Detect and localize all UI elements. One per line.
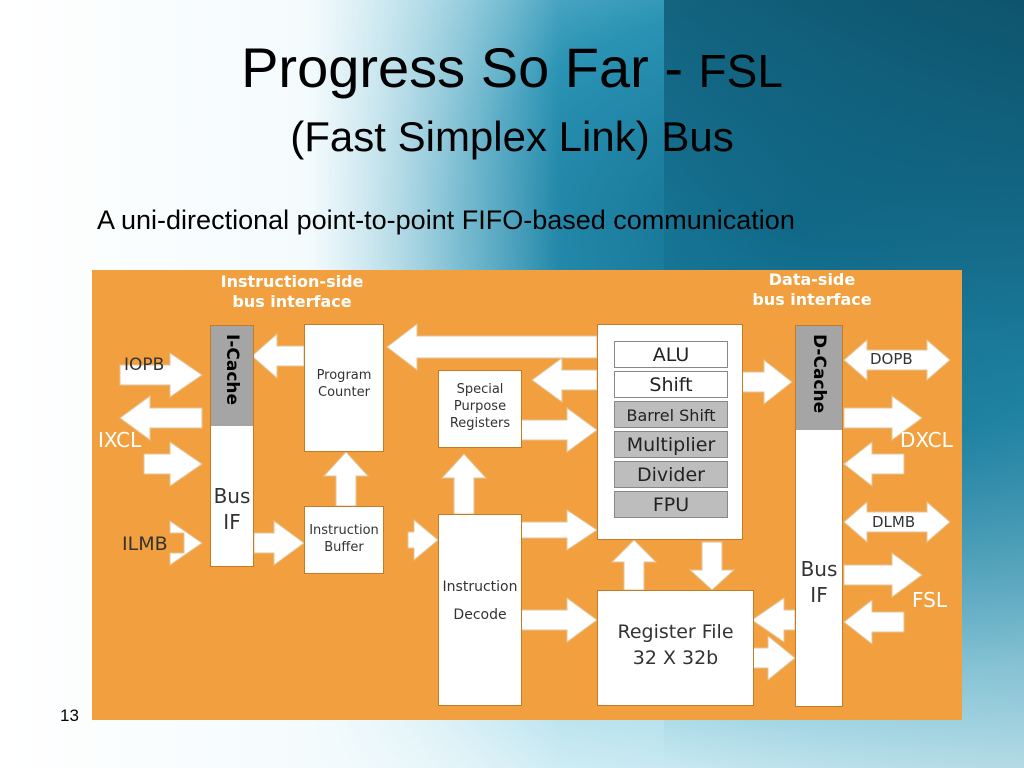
slide-title: Progress So Far - FSL — [241, 36, 783, 99]
ilmb-arrow — [169, 520, 203, 566]
ixcl-out-arrow — [119, 395, 203, 441]
ibuf-to-pc-arrow — [322, 451, 370, 507]
alu-to-dcache-arrow — [739, 358, 793, 406]
dlmb-arrow — [843, 500, 951, 544]
ilmb-label: ILMB — [122, 533, 168, 555]
regfile-to-alu-arrow — [610, 539, 658, 591]
icache-label: I-Cache — [222, 334, 242, 406]
slide-description: A uni-directional point-to-point FIFO-ba… — [97, 205, 795, 235]
dxcl-out-arrow — [843, 395, 923, 441]
dopb-label: DOPB — [870, 350, 913, 368]
pc-to-icache-arrow — [251, 332, 305, 380]
alu-to-pc-arrow — [386, 322, 598, 372]
page-number: 13 — [60, 706, 79, 725]
dxcl-in-arrow — [843, 440, 905, 488]
exec-unit-fpu: FPU — [614, 491, 728, 518]
decode-to-alu-arrow — [519, 509, 598, 551]
decode-to-spr-arrow — [440, 453, 488, 515]
dcache-block — [796, 326, 842, 430]
exec-unit-divider: Divider — [614, 461, 728, 488]
alu-to-spr-arrow — [531, 357, 598, 403]
ixcl-label: IXCL — [98, 428, 142, 452]
exec-unit-barrel-shift: Barrel Shift — [614, 401, 728, 428]
dlmb-label: DLMB — [872, 513, 916, 531]
alu-to-regfile-arrow — [688, 541, 736, 591]
exec-unit-alu: ALU — [614, 341, 728, 368]
dcache-to-regfile-arrow — [751, 597, 796, 643]
iopb-arrow — [119, 352, 203, 398]
regfile-to-dcache-arrow — [751, 634, 796, 682]
execution-units-block: ALU Shift Barrel Shift Multiplier Divide… — [597, 324, 743, 540]
icache-block — [211, 326, 253, 426]
ibuf-to-decode-arrow — [407, 518, 439, 562]
dcache-label: D-Cache — [809, 334, 829, 414]
exec-unit-shift: Shift — [614, 371, 728, 398]
fsl-in-arrow — [843, 598, 905, 646]
arrow-layer — [119, 322, 951, 682]
fsl-label: FSL — [912, 588, 947, 612]
exec-unit-multiplier: Multiplier — [614, 431, 728, 458]
busif-to-ibuf-arrow — [253, 520, 305, 566]
fsl-out-arrow — [843, 552, 923, 598]
spr-to-alu-arrow — [519, 407, 598, 453]
iopb-label: IOPB — [124, 355, 165, 375]
decode-to-regfile-arrow — [519, 597, 598, 643]
ixcl-in-arrow — [143, 441, 203, 487]
dopb-arrow — [843, 338, 951, 382]
slide-subtitle-title: (Fast Simplex Link) Bus — [290, 113, 734, 160]
dxcl-label: DXCL — [900, 428, 953, 452]
